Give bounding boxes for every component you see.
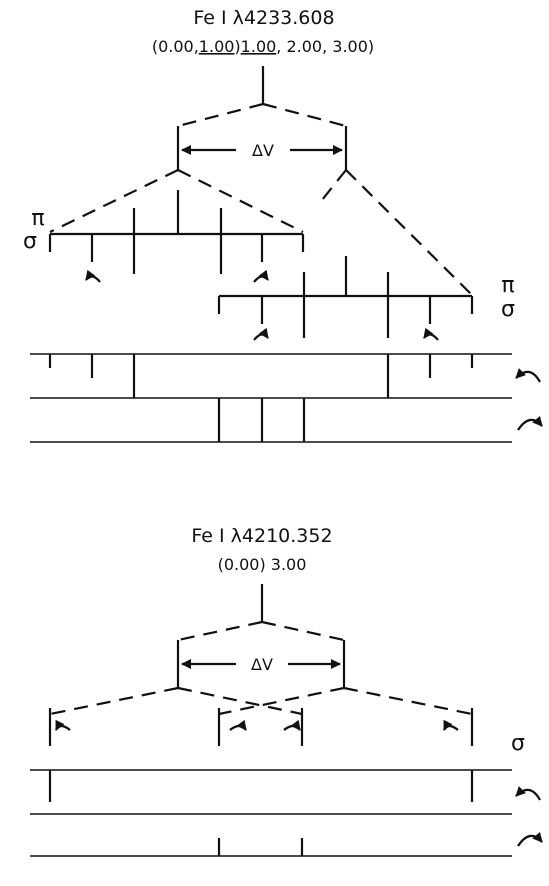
bottom-subtitle: (0.00) 3.00 [218,555,307,574]
circular-arrow-icon [253,269,269,283]
top-sigma-label-left: σ [23,229,37,254]
top-delta-label: ΔV [252,141,274,160]
circular-arrow-icon [55,719,71,731]
circular-arrow-icon [229,719,247,731]
top-sigma-label-right: σ [501,297,515,322]
bottom-dash-b [177,686,303,716]
bottom-diagram: Fe I λ4210.352 (0.00) 3.00 ΔV σ [30,525,543,857]
top-subtitle-underlined-1: 1.00 [199,37,235,56]
bottom-split-dash-left [177,620,263,642]
top-title: Fe I λ4233.608 [193,7,334,29]
bottom-delta-label: ΔV [251,655,273,674]
top-subtitle-mid: ) [234,37,240,56]
bottom-sigma-label: σ [511,731,525,756]
circular-arrow-icon [443,719,459,731]
bottom-dash-d [343,686,473,716]
counterclockwise-arrow-icon [515,786,541,801]
circular-arrow-icon [423,327,439,341]
counterclockwise-arrow-icon [515,368,541,383]
top-subtitle-underlined-2: 1.00 [241,37,277,56]
bottom-title: Fe I λ4210.352 [191,525,332,547]
top-right-pattern [217,256,474,341]
top-left-dash-b [177,169,304,233]
top-pi-label-left: π [31,206,44,231]
bottom-split-dash-right [261,620,345,642]
top-subtitle-suffix: , 2.00, 3.00) [276,37,374,56]
top-observed-patterns [30,353,543,443]
top-subtitle: (0.00,1.00)1.00, 2.00, 3.00) [152,37,374,56]
top-diagram: Fe I λ4233.608 (0.00,1.00)1.00, 2.00, 3.… [23,7,543,443]
bottom-dash-a [49,686,179,716]
bottom-observed-patterns [30,769,543,857]
top-split-dash-left [177,102,264,128]
top-right-dash-a [317,169,347,206]
top-split-dash-right [262,102,347,128]
top-pi-label-right: π [501,273,514,298]
top-right-dash-b [345,169,473,296]
circular-arrow-icon [85,269,101,283]
circular-arrow-icon [283,719,301,731]
circular-arrow-icon [253,327,269,341]
clockwise-arrow-icon [517,831,543,847]
top-subtitle-prefix: (0.00, [152,37,199,56]
top-left-pattern [48,190,305,283]
top-left-dash-a [49,169,179,233]
clockwise-arrow-icon [517,415,543,431]
